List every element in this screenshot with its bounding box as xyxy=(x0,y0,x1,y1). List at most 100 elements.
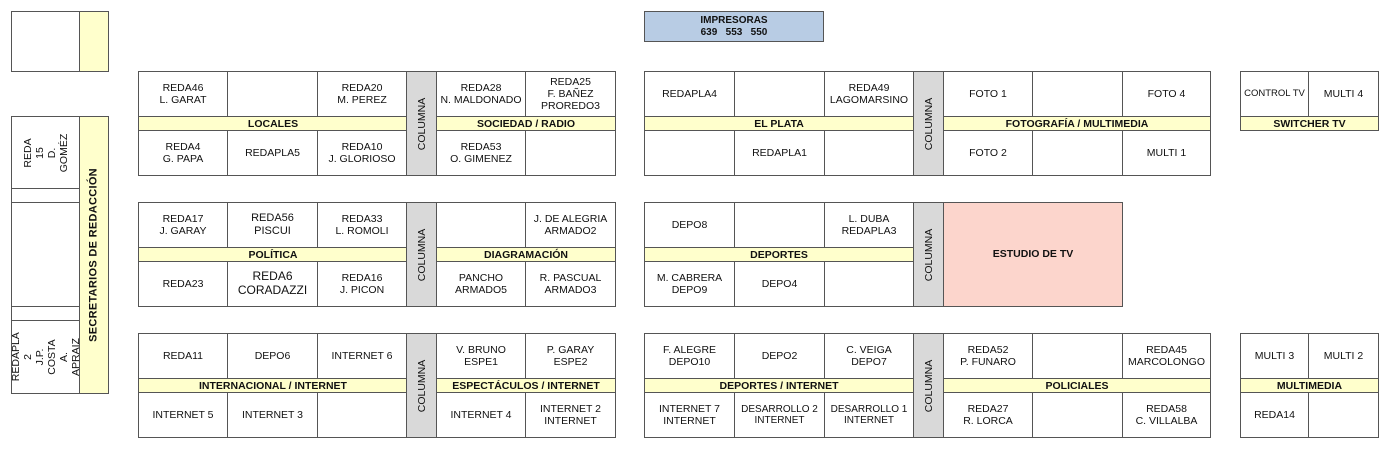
secretarios-band: SECRETARIOS DE REDACCIÓN xyxy=(79,116,109,394)
left-desk-redapla2: REDAPLA 2 J.P. COSTA A. APRAIZ xyxy=(9,320,82,394)
section-band-locales: LOCALES xyxy=(138,116,408,131)
desk: INTERNET 3 xyxy=(227,392,318,438)
desk: DESARROLLO 2 INTERNET xyxy=(734,392,825,438)
column-pillar: COLUMNA xyxy=(913,202,944,307)
desk: MULTI 4 xyxy=(1308,71,1379,117)
desk: REDA53 O. GIMENEZ xyxy=(436,130,526,176)
column-pillar: COLUMNA xyxy=(913,71,944,176)
desk: REDA16 J. PICON xyxy=(317,261,407,307)
desk: REDA33 L. ROMOLI xyxy=(317,202,407,248)
top-left-box xyxy=(11,11,80,72)
column-label: COLUMNA xyxy=(922,228,935,281)
section-band-politica: POLÍTICA xyxy=(138,247,408,262)
desk: P. GARAY ESPE2 xyxy=(525,333,616,379)
desk: REDA45 MARCOLONGO xyxy=(1122,333,1211,379)
section-band-switcher: SWITCHER TV xyxy=(1240,116,1379,131)
desk: REDA49 LAGOMARSINO xyxy=(824,71,914,117)
desk: REDA28 N. MALDONADO xyxy=(436,71,526,117)
desk: J. DE ALEGRIA ARMADO2 xyxy=(525,202,616,248)
studio-tv: ESTUDIO DE TV xyxy=(943,202,1123,307)
desk: INTERNET 7 INTERNET xyxy=(644,392,735,438)
desk: REDAPLA1 xyxy=(734,130,825,176)
section-band-el-plata: EL PLATA xyxy=(644,116,914,131)
top-left-band xyxy=(79,11,109,72)
section-band-deportes-internet: DEPORTES / INTERNET xyxy=(644,378,914,393)
desk: V. BRUNO ESPE1 xyxy=(436,333,526,379)
section-band-multimedia: MULTIMEDIA xyxy=(1240,378,1379,393)
desk: MULTI 2 xyxy=(1308,333,1379,379)
left-spacer xyxy=(11,188,80,203)
desk xyxy=(1032,130,1123,176)
column-pillar: COLUMNA xyxy=(406,202,437,307)
desk: L. DUBA REDAPLA3 xyxy=(824,202,914,248)
printers-title: IMPRESORAS xyxy=(700,15,768,26)
column-label: COLUMNA xyxy=(922,359,935,412)
desk: REDA4 G. PAPA xyxy=(138,130,228,176)
desk: REDA20 M. PEREZ xyxy=(317,71,407,117)
desk: DEPO8 xyxy=(644,202,735,248)
desk xyxy=(734,202,825,248)
redapla2-label: REDAPLA 2 J.P. COSTA A. APRAIZ xyxy=(9,332,82,382)
desk: DEPO6 xyxy=(227,333,318,379)
desk: MULTI 3 xyxy=(1240,333,1309,379)
left-desk-reda15: REDA 15 D. GOMÉZ xyxy=(11,116,80,189)
printers-box: IMPRESORAS 639 553 550 xyxy=(644,11,824,42)
desk: M. CABRERA DEPO9 xyxy=(644,261,735,307)
column-label: COLUMNA xyxy=(922,97,935,150)
desk: REDA27 R. LORCA xyxy=(943,392,1033,438)
desk: REDA56 PISCUI xyxy=(227,202,318,248)
desk xyxy=(317,392,407,438)
desk: REDAPLA4 xyxy=(644,71,735,117)
section-band-fotografia: FOTOGRAFÍA / MULTIMEDIA xyxy=(943,116,1211,131)
column-label: COLUMNA xyxy=(415,228,428,281)
desk: REDA25 F. BAÑEZ PROREDO3 xyxy=(525,71,616,117)
printers-numbers: 639 553 550 xyxy=(700,26,768,38)
desk: REDA14 xyxy=(1240,392,1309,438)
desk: REDA23 xyxy=(138,261,228,307)
column-pillar: COLUMNA xyxy=(913,333,944,438)
desk: INTERNET 4 xyxy=(436,392,526,438)
desk: PANCHO ARMADO5 xyxy=(436,261,526,307)
desk xyxy=(1032,392,1123,438)
section-band-espectaculos: ESPECTÁCULOS / INTERNET xyxy=(436,378,616,393)
section-band-internacional: INTERNACIONAL / INTERNET xyxy=(138,378,408,393)
desk: REDA10 J. GLORIOSO xyxy=(317,130,407,176)
section-band-diagramacion: DIAGRAMACIÓN xyxy=(436,247,616,262)
column-pillar: COLUMNA xyxy=(406,333,437,438)
left-spacer-2 xyxy=(11,306,80,321)
desk: INTERNET 6 xyxy=(317,333,407,379)
column-label: COLUMNA xyxy=(415,97,428,150)
desk: INTERNET 5 xyxy=(138,392,228,438)
desk: FOTO 1 xyxy=(943,71,1033,117)
desk: DEPO2 xyxy=(734,333,825,379)
desk xyxy=(1032,71,1123,117)
desk: FOTO 4 xyxy=(1122,71,1211,117)
desk xyxy=(824,130,914,176)
desk: REDA58 C. VILLALBA xyxy=(1122,392,1211,438)
desk xyxy=(436,202,526,248)
desk: INTERNET 2 INTERNET xyxy=(525,392,616,438)
desk xyxy=(1308,392,1379,438)
desk: F. ALEGRE DEPO10 xyxy=(644,333,735,379)
desk: CONTROL TV xyxy=(1240,71,1309,117)
desk: REDAPLA5 xyxy=(227,130,318,176)
desk: REDA6 CORADAZZI xyxy=(227,261,318,307)
desk xyxy=(227,71,318,117)
section-band-deportes: DEPORTES xyxy=(644,247,914,262)
desk xyxy=(644,130,735,176)
desk: DEPO4 xyxy=(734,261,825,307)
desk: MULTI 1 xyxy=(1122,130,1211,176)
desk: FOTO 2 xyxy=(943,130,1033,176)
desk: C. VEIGA DEPO7 xyxy=(824,333,914,379)
left-desk-empty xyxy=(11,202,80,307)
section-band-policiales: POLICIALES xyxy=(943,378,1211,393)
secretarios-label: SECRETARIOS DE REDACCIÓN xyxy=(87,168,100,342)
desk: REDA11 xyxy=(138,333,228,379)
desk xyxy=(824,261,914,307)
desk: REDA17 J. GARAY xyxy=(138,202,228,248)
desk xyxy=(525,130,616,176)
column-pillar: COLUMNA xyxy=(406,71,437,176)
desk: DESARROLLO 1 INTERNET xyxy=(824,392,914,438)
desk: R. PASCUAL ARMADO3 xyxy=(525,261,616,307)
section-band-sociedad-radio: SOCIEDAD / RADIO xyxy=(436,116,616,131)
